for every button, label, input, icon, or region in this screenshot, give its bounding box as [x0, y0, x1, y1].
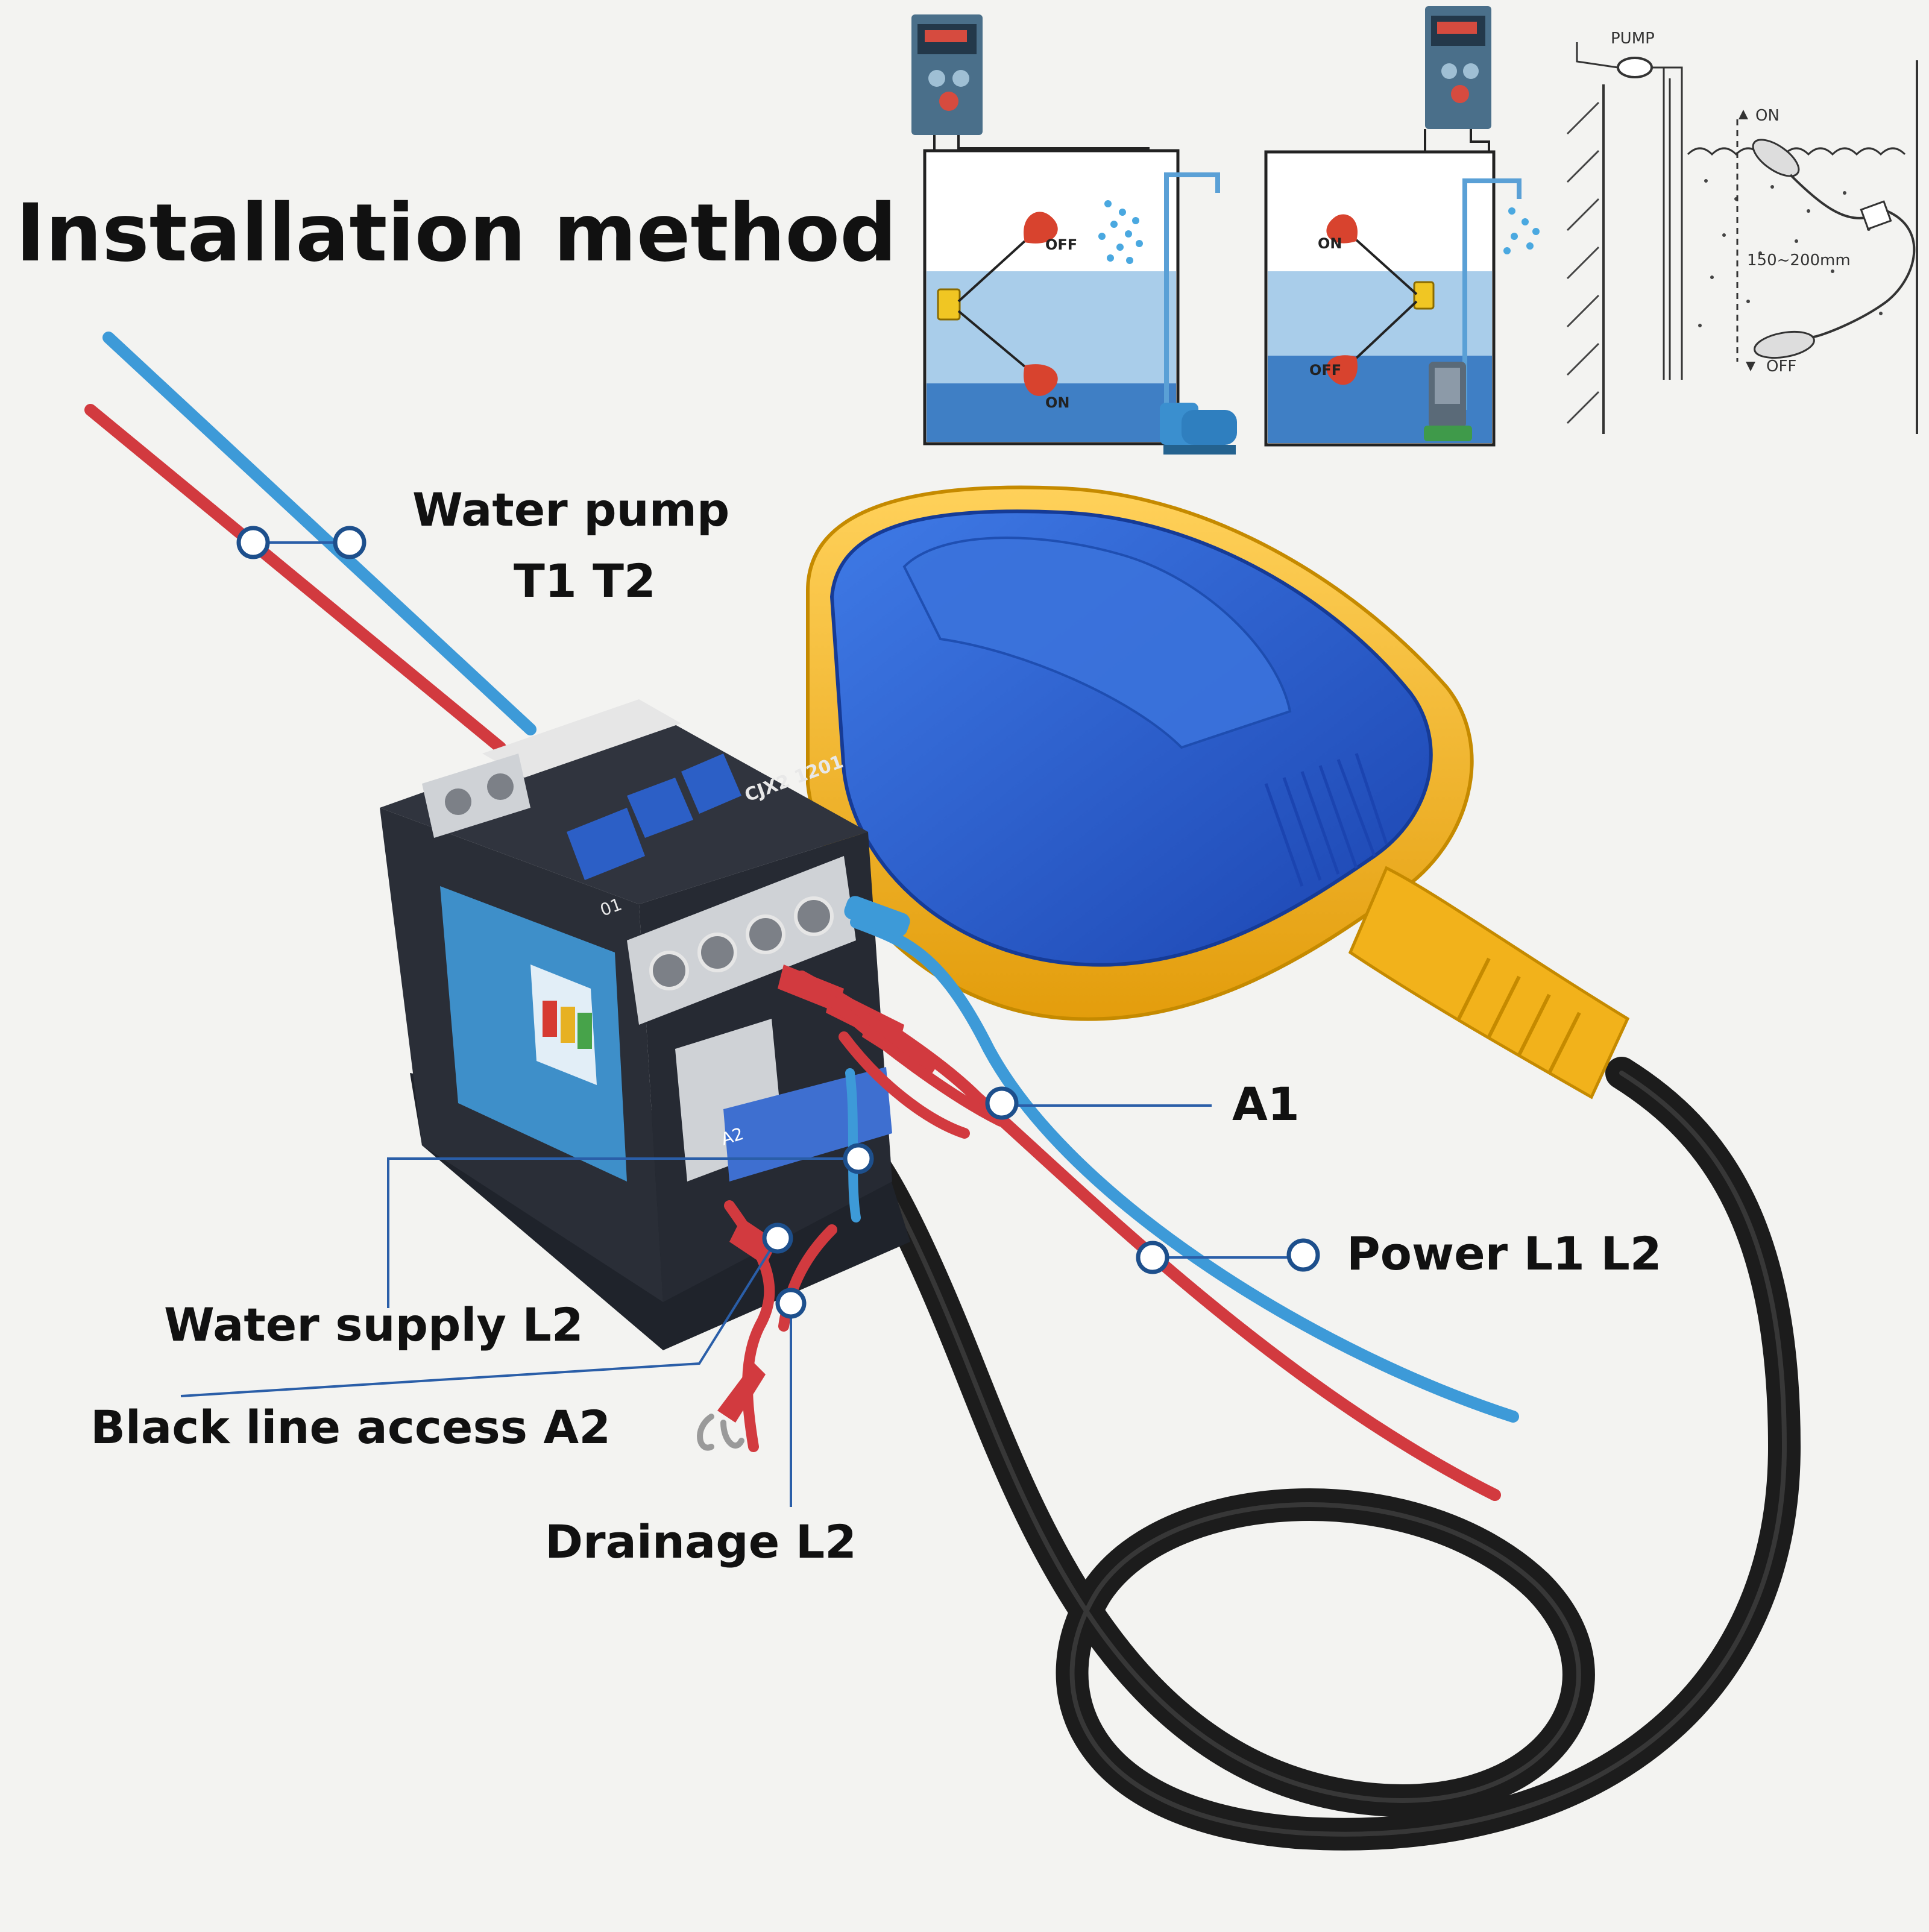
marker-drainage: [775, 1288, 807, 1319]
label-a1: A1: [1232, 1077, 1300, 1131]
float-high-icon: [1024, 212, 1058, 244]
marker-black-line: [762, 1222, 793, 1254]
power-wire-blue: [850, 916, 1519, 1423]
float-low-icon-2: [1326, 355, 1358, 385]
spade-terminal-icon: [697, 1414, 744, 1451]
label-water-supply: Water supply L2: [164, 1298, 584, 1351]
water-spray-icon: [1098, 200, 1143, 264]
page-title: Installation method: [16, 187, 897, 280]
marker-a1: [985, 1086, 1019, 1120]
pump-wire-red: [84, 404, 506, 754]
contactor-label: [440, 886, 627, 1182]
label-t1-t2: T1 T2: [514, 554, 656, 608]
float-down-icon: [1754, 330, 1815, 359]
diagram-water-supply: OFF ON: [911, 14, 1237, 455]
label-sump-off: OFF: [1766, 357, 1796, 376]
wires-front: [697, 896, 1519, 1501]
contactor-top: [380, 711, 868, 904]
label-drain-off: OFF: [1309, 362, 1341, 379]
inverter-icon: [911, 14, 983, 135]
surface-pump-icon: [1160, 403, 1237, 455]
wires-top: [84, 332, 537, 754]
water-spray-icon-2: [1503, 207, 1540, 254]
pump-head-icon: [1617, 57, 1653, 78]
contactor-button-1: [567, 808, 645, 880]
label-black-line: Black line access A2: [90, 1400, 611, 1454]
marker-pump-t2: [333, 526, 367, 559]
float-low-icon: [1024, 364, 1058, 396]
callouts: Water pump T1 T2 A1 Power L1 L2 Water su…: [90, 483, 1662, 1569]
wall-hatching: [1566, 101, 1600, 424]
float-switch: [806, 485, 1630, 1100]
label-drain-on: ON: [1318, 235, 1342, 252]
label-sump-on: ON: [1755, 107, 1780, 125]
float-high-icon-2: [1326, 214, 1358, 244]
marker-pump-t1: [236, 526, 270, 559]
label-drainage: Drainage L2: [545, 1515, 857, 1569]
label-range: 150~200mm: [1747, 251, 1851, 269]
marker-power-l1: [1136, 1241, 1169, 1274]
diagram-sump-section: PUMP 1: [1566, 30, 1918, 434]
label-power: Power L1 L2: [1347, 1227, 1662, 1280]
strain-relief-rings: [1457, 957, 1581, 1074]
label-float-on: ON: [1045, 394, 1070, 411]
contactor-button-3: [681, 754, 741, 814]
float-strain-relief: [1348, 866, 1630, 1100]
label-pump: PUMP: [1611, 30, 1655, 48]
float-up-icon: [1752, 139, 1800, 177]
float-grip-ridges: [1264, 753, 1388, 887]
marker-power-l2: [1286, 1238, 1320, 1272]
inverter-icon-2: [1425, 6, 1491, 129]
diagram-drainage: ON OFF: [1264, 6, 1540, 447]
contactor: CJX2 1201 01 A2: [380, 699, 910, 1350]
water-surface: [1687, 147, 1906, 156]
contactor-button-2: [627, 778, 693, 838]
label-float-off: OFF: [1045, 236, 1077, 253]
pump-wire-blue: [102, 332, 537, 735]
marker-water-supply: [843, 1143, 874, 1174]
label-water-pump: Water pump: [412, 483, 729, 536]
submersible-pump-icon: [1424, 362, 1472, 441]
